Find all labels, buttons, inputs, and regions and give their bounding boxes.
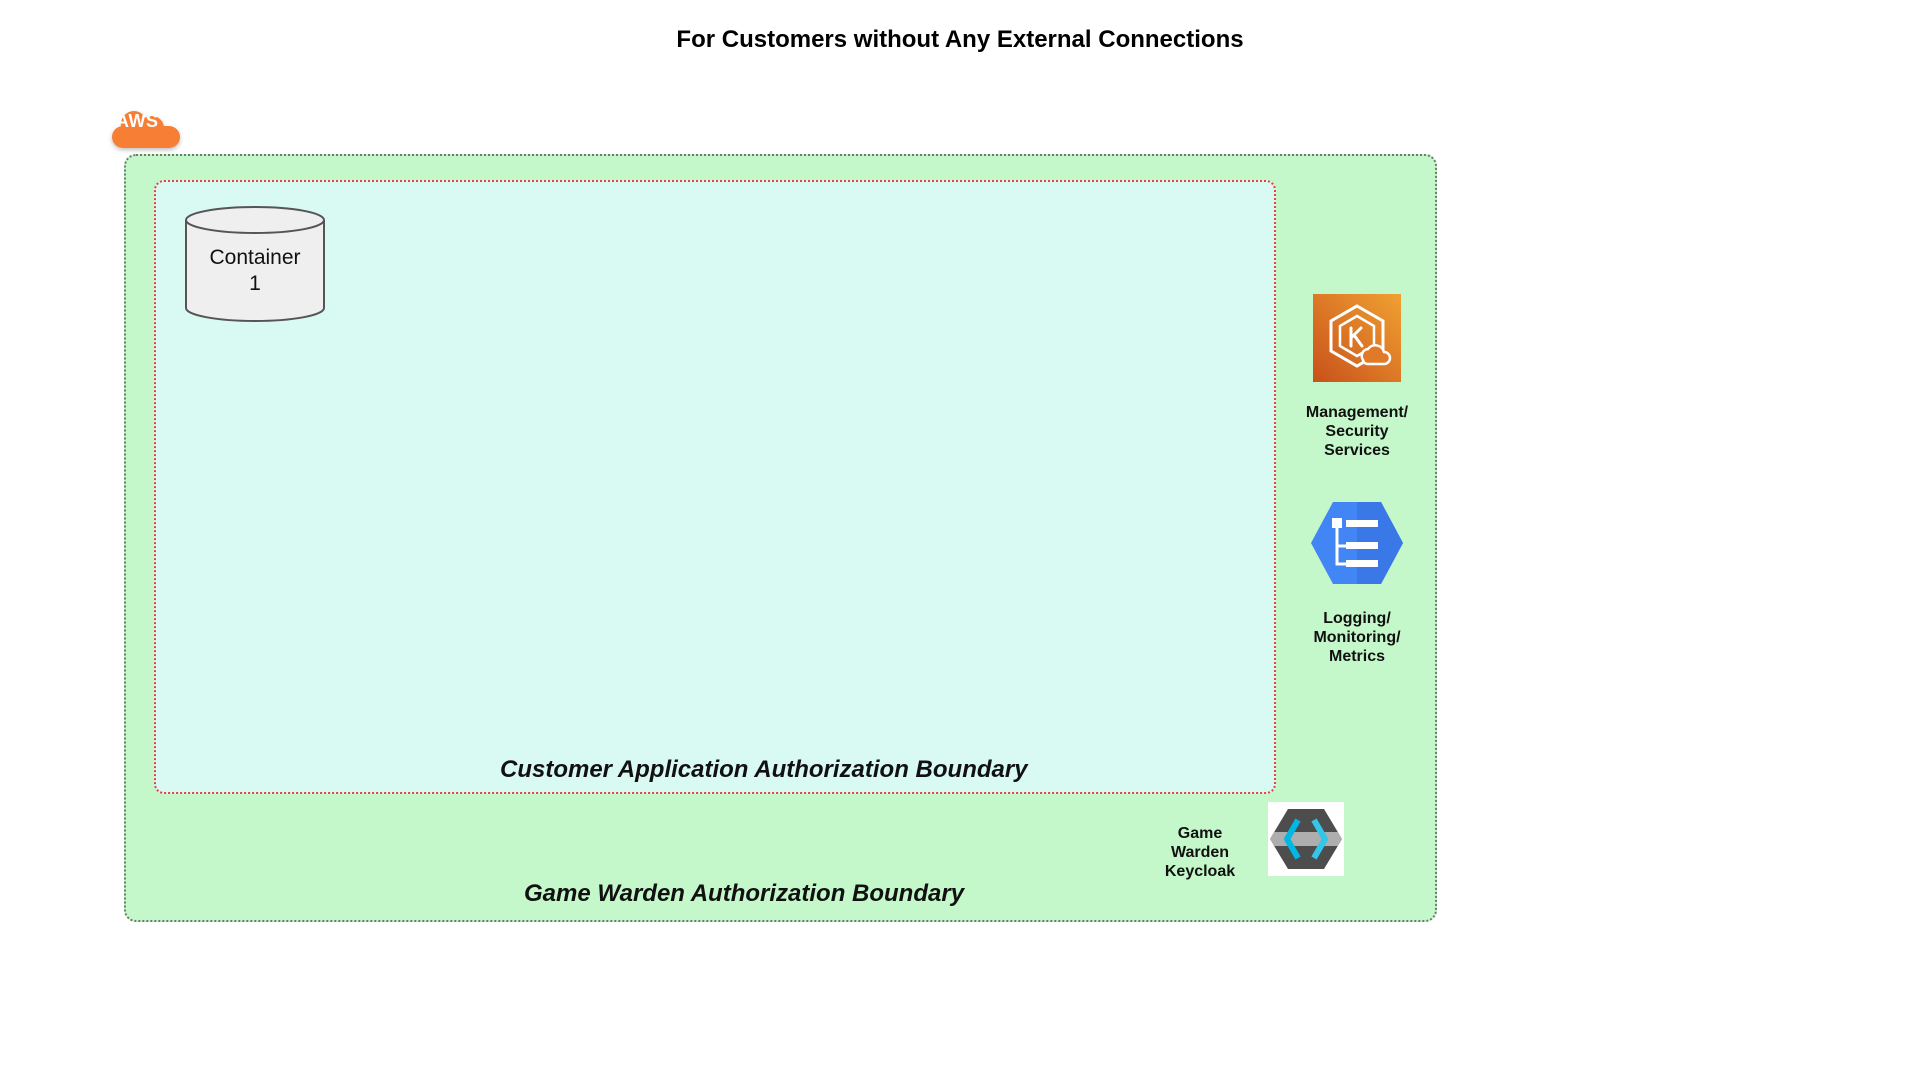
logging-hexagon-icon [1311,502,1403,584]
logging-label-line-3: Metrics [1328,648,1386,665]
kubernetes-eks-icon [1313,294,1401,382]
keycloak-label-line-2: Warden [1170,844,1230,861]
management-label-line-2: Security [1325,423,1389,440]
management-label-line-1: Management/ [1305,404,1409,421]
keycloak-icon [1268,802,1344,876]
container-label: Container [209,246,301,269]
game-warden-keycloak-label: Game Warden Keycloak [1130,824,1270,881]
customer-application-boundary [154,180,1276,794]
aws-cloud-icon [112,111,180,148]
logging-monitoring-label: Logging/ Monitoring/ Metrics [1287,609,1427,666]
customer-boundary-label: Customer Application Authorization Bound… [500,756,1028,783]
keycloak-label-line-3: Keycloak [1164,863,1236,880]
container-number: 1 [249,272,261,295]
keycloak-label-line-1: Game [1177,825,1223,842]
logging-label-line-2: Monitoring/ [1313,629,1401,646]
diagram-title: For Customers without Any External Conne… [676,26,1244,53]
management-security-label: Management/ Security Services [1287,403,1427,460]
aws-badge-label: AWS [116,111,159,131]
management-label-line-3: Services [1324,442,1390,459]
logging-label-line-1: Logging/ [1323,610,1391,627]
game-warden-boundary-label: Game Warden Authorization Boundary [524,880,965,907]
database-cylinder-icon [185,206,325,322]
